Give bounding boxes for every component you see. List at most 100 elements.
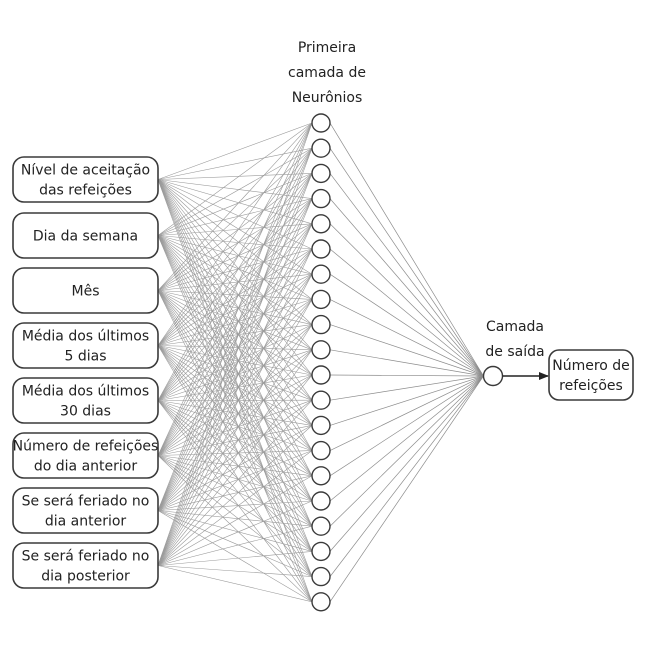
edge-input-4-hidden-8: [157, 299, 313, 346]
hidden-neuron-11: [311, 365, 331, 385]
hidden-neuron-9: [311, 314, 331, 335]
edge-input-4-hidden-3: [157, 173, 313, 346]
edge-input-7-hidden-2: [157, 148, 313, 511]
edge-hidden-20-output: [329, 375, 484, 602]
edge-input-2-hidden-16: [157, 235, 313, 502]
hidden-neuron-12: [311, 390, 331, 410]
edge-input-6-hidden-6: [157, 248, 313, 456]
edge-input-3-hidden-10: [157, 290, 313, 351]
edge-input-3-hidden-4: [157, 198, 313, 291]
edge-input-4-hidden-5: [157, 223, 313, 346]
input-label-line: do dia anterior: [34, 459, 137, 475]
edge-hidden-1-output: [329, 122, 484, 377]
edge-input-8-hidden-9: [157, 324, 313, 566]
input-label-line: Número de refeições: [13, 439, 159, 455]
edge-input-7-hidden-15: [157, 475, 313, 511]
edge-input-2-hidden-19: [157, 235, 313, 577]
edge-input-4-hidden-7: [157, 273, 313, 346]
edge-input-2-hidden-17: [157, 235, 313, 527]
edge-input-5-hidden-5: [157, 223, 313, 401]
edge-input-2-hidden-5: [157, 223, 313, 236]
hidden-layer-label-line: camada de: [288, 65, 366, 81]
edge-input-7-hidden-1: [157, 122, 313, 511]
hidden-neuron-20: [311, 592, 331, 612]
edge-input-4-hidden-9: [157, 324, 313, 346]
edge-input-3-hidden-16: [157, 290, 313, 502]
edge-input-2-hidden-20: [157, 235, 313, 602]
hidden-neuron-14: [311, 440, 331, 461]
edge-hidden-5-output: [329, 223, 484, 377]
edge-input-8-hidden-16: [157, 500, 313, 566]
edge-input-5-hidden-10: [157, 349, 313, 401]
edge-input-7-hidden-6: [157, 248, 313, 511]
hidden-neuron-5: [311, 214, 331, 234]
input-box: [12, 156, 159, 203]
edge-input-8-hidden-14: [157, 450, 313, 566]
input-feature-6: Número de refeições do dia anterior: [12, 432, 159, 479]
edge-hidden-2-output: [329, 148, 484, 377]
edge-input-6-hidden-2: [157, 148, 313, 456]
edge-input-4-hidden-19: [157, 345, 313, 577]
edge-input-4-hidden-11: [157, 345, 313, 376]
edge-input-2-hidden-11: [157, 235, 313, 376]
edge-input-3-hidden-5: [157, 223, 313, 291]
edge-input-6-hidden-3: [157, 173, 313, 456]
edge-input-7-hidden-5: [157, 223, 313, 511]
edge-input-6-hidden-10: [157, 349, 313, 456]
edge-input-3-hidden-18: [157, 290, 313, 552]
edge-input-8-hidden-13: [157, 425, 313, 566]
edge-input-6-hidden-1: [157, 122, 313, 456]
edge-hidden-10-output: [329, 349, 484, 377]
edge-input-5-hidden-1: [157, 122, 313, 401]
edge-input-1-hidden-9: [157, 179, 313, 325]
edge-input-8-hidden-8: [157, 299, 313, 566]
edge-input-5-hidden-20: [157, 400, 313, 602]
edge-input-2-hidden-9: [157, 235, 313, 325]
hidden-neuron-6: [311, 239, 331, 259]
edge-input-1-hidden-6: [157, 179, 313, 250]
edge-input-8-hidden-3: [157, 173, 313, 566]
hidden-neuron-2: [311, 138, 331, 158]
edge-input-2-hidden-18: [157, 235, 313, 552]
edge-input-4-hidden-6: [157, 248, 313, 346]
input-label-line: dia posterior: [41, 569, 130, 585]
edge-input-7-hidden-3: [157, 173, 313, 511]
edge-input-7-hidden-7: [157, 274, 313, 511]
edge-input-6-hidden-7: [157, 274, 313, 456]
edge-input-1-hidden-20: [157, 179, 313, 602]
edge-input-6-hidden-5: [157, 223, 313, 456]
input-label-line: das refeições: [39, 183, 132, 199]
hidden-neuron-3: [311, 163, 331, 184]
edge-input-7-hidden-11: [157, 374, 313, 511]
edge-input-3-hidden-20: [157, 290, 313, 602]
input-label-line: 5 dias: [64, 349, 106, 365]
hidden-neuron-4: [311, 188, 331, 209]
hidden-layer: [311, 113, 331, 612]
edge-input-1-hidden-5: [157, 179, 313, 225]
hidden-neuron-8: [311, 289, 331, 310]
input-label-line: Dia da semana: [33, 229, 138, 245]
edge-hidden-8-output: [329, 299, 484, 377]
input-label-line: Nível de aceitação: [21, 163, 150, 179]
edge-input-8-hidden-20: [157, 565, 313, 603]
edge-input-1-hidden-16: [157, 179, 313, 502]
output-box-label-line: refeições: [559, 378, 623, 394]
edge-input-5-hidden-11: [157, 374, 313, 401]
edge-input-4-hidden-4: [157, 198, 313, 346]
hidden-neuron-1: [311, 113, 331, 133]
edge-input-5-hidden-6: [157, 248, 313, 401]
edge-input-3-hidden-1: [157, 122, 313, 291]
hidden-neuron-17: [311, 516, 331, 536]
edge-input-8-hidden-5: [157, 223, 313, 566]
edge-input-2-hidden-8: [157, 235, 313, 300]
hidden-neuron-18: [311, 541, 331, 562]
edge-input-1-hidden-4: [157, 179, 313, 199]
edge-hidden-9-output: [329, 324, 484, 377]
edge-input-6-hidden-8: [157, 299, 313, 456]
hidden-neuron-15: [311, 466, 331, 486]
edge-input-2-hidden-10: [157, 235, 313, 351]
edge-input-1-hidden-18: [157, 179, 313, 552]
